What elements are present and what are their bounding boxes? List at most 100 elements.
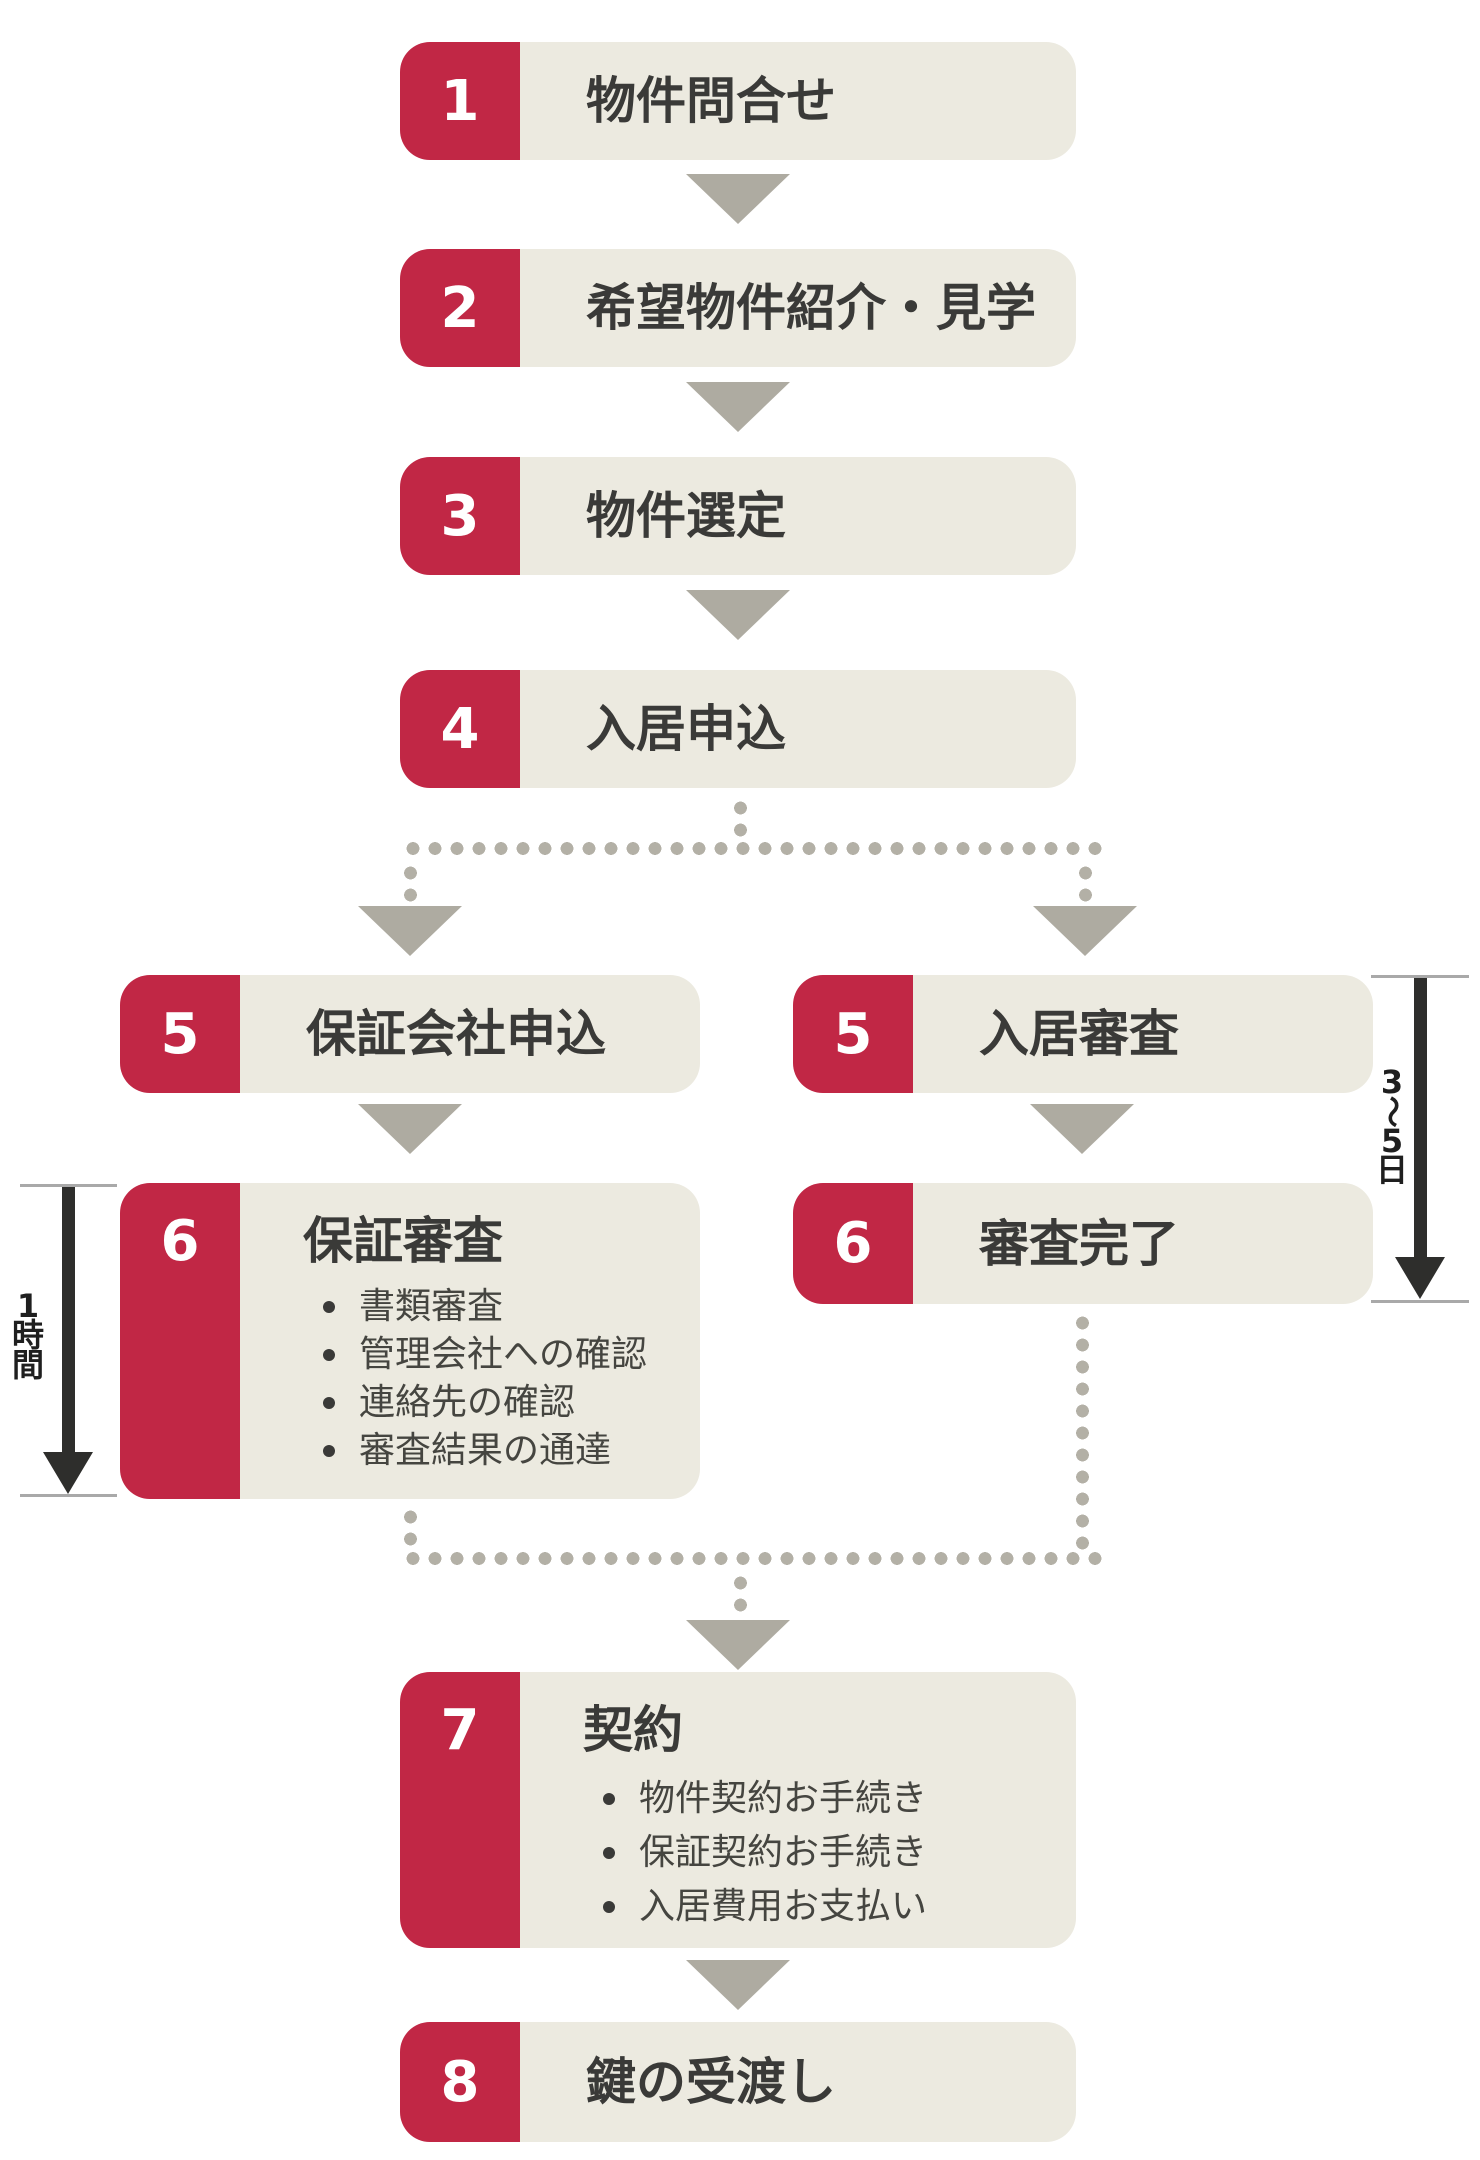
- step-number-badge: 4: [400, 670, 520, 788]
- step-detail-list: 物件契約お手続き 保証契約お手続き 入居費用お支払い: [583, 1772, 927, 1934]
- flow-step-3: 3 物件選定: [400, 457, 1076, 575]
- step-body: 物件選定: [520, 457, 1076, 575]
- step-number-badge: 5: [793, 975, 913, 1093]
- timeline-arrow-right: [1414, 978, 1427, 1258]
- dotted-connector-merge-left: [404, 1506, 417, 1552]
- step-title: 鍵の受渡し: [586, 2053, 836, 2111]
- list-item-text: 連絡先の確認: [359, 1382, 576, 1423]
- step-body: 鍵の受渡し: [520, 2022, 1076, 2142]
- step-number: 6: [160, 1209, 200, 1274]
- arrow-down-icon: [686, 382, 790, 432]
- step-number-badge: 8: [400, 2022, 520, 2142]
- step-number-badge: 3: [400, 457, 520, 575]
- step-number: 5: [833, 1001, 873, 1067]
- arrow-down-icon: [1033, 906, 1137, 956]
- step-body: 入居審査: [913, 975, 1373, 1093]
- flow-step-8: 8 鍵の受渡し: [400, 2022, 1076, 2142]
- flow-step-5-left: 5 保証会社申込: [120, 975, 700, 1093]
- arrow-down-icon: [686, 174, 790, 224]
- step-title: 物件選定: [586, 487, 786, 545]
- step-number: 2: [440, 275, 480, 341]
- timeline-arrow-left: [62, 1187, 75, 1453]
- flow-step-1: 1 物件問合せ: [400, 42, 1076, 160]
- step-number: 1: [440, 68, 480, 134]
- step-body: 保証会社申込: [240, 975, 700, 1093]
- dotted-connector-merge-right: [1076, 1312, 1089, 1552]
- flow-step-4: 4 入居申込: [400, 670, 1076, 788]
- list-item-text: 管理会社への確認: [359, 1334, 648, 1375]
- flow-step-6-right: 6 審査完了: [793, 1183, 1373, 1304]
- list-item-text: 入居費用お支払い: [639, 1886, 928, 1927]
- dotted-connector-split-left: [404, 862, 417, 906]
- step-title: 審査完了: [979, 1214, 1179, 1273]
- timeline-cap-top: [20, 1184, 117, 1187]
- bullet-icon: [323, 1445, 335, 1457]
- dotted-connector-merge-horizontal: [402, 1552, 1104, 1565]
- list-item: 連絡先の確認: [323, 1379, 647, 1427]
- step-number-badge: 1: [400, 42, 520, 160]
- step-number: 7: [440, 1698, 480, 1763]
- step-number: 8: [440, 2049, 480, 2115]
- bullet-icon: [603, 1847, 615, 1859]
- step-number-badge: 2: [400, 249, 520, 367]
- step-title: 入居審査: [979, 1005, 1179, 1063]
- step-detail-list: 書類審査 管理会社への確認 連絡先の確認 審査結果の通達: [303, 1283, 647, 1475]
- list-item: 保証契約お手続き: [603, 1826, 927, 1880]
- timeline-cap-bottom: [20, 1494, 117, 1497]
- timeline-arrowhead-icon: [43, 1452, 93, 1494]
- step-body: 物件問合せ: [520, 42, 1076, 160]
- list-item: 書類審査: [323, 1283, 647, 1331]
- arrow-down-icon: [686, 1620, 790, 1670]
- bullet-icon: [603, 1901, 615, 1913]
- dotted-connector-split-center: [734, 797, 747, 843]
- step-title: 契約: [583, 1701, 683, 1759]
- timeline-cap-bottom: [1371, 1300, 1469, 1303]
- step-title: 保証会社申込: [306, 1005, 606, 1063]
- flow-step-7: 7 契約 物件契約お手続き 保証契約お手続き 入居費用お支払い: [400, 1672, 1076, 1948]
- flow-step-5-right: 5 入居審査: [793, 975, 1373, 1093]
- step-number: 3: [440, 483, 480, 549]
- list-item-text: 物件契約お手続き: [639, 1778, 928, 1819]
- arrow-down-icon: [358, 906, 462, 956]
- step-title: 物件問合せ: [586, 72, 836, 130]
- arrow-down-icon: [358, 1104, 462, 1154]
- step-number-badge: 7: [400, 1672, 520, 1948]
- step-body: 契約 物件契約お手続き 保証契約お手続き 入居費用お支払い: [520, 1672, 1076, 1948]
- step-number: 5: [160, 1001, 200, 1067]
- list-item: 管理会社への確認: [323, 1331, 647, 1379]
- arrow-down-icon: [686, 1960, 790, 2010]
- step-body: 入居申込: [520, 670, 1076, 788]
- timeline-arrowhead-icon: [1395, 1257, 1445, 1299]
- timeline-cap-top: [1371, 975, 1469, 978]
- list-item: 物件契約お手続き: [603, 1772, 927, 1826]
- step-title: 保証審査: [303, 1212, 503, 1270]
- step-body: 希望物件紹介・見学: [520, 249, 1076, 367]
- step-body: 審査完了: [913, 1183, 1373, 1304]
- step-number-badge: 5: [120, 975, 240, 1093]
- step-number: 4: [440, 696, 480, 762]
- flow-step-6-left: 6 保証審査 書類審査 管理会社への確認 連絡先の確認 審査結果の通達: [120, 1183, 700, 1499]
- step-number-badge: 6: [793, 1183, 913, 1304]
- list-item: 入居費用お支払い: [603, 1880, 927, 1934]
- step-number: 6: [833, 1211, 873, 1276]
- dotted-connector-merge-center: [734, 1572, 747, 1618]
- step-body: 保証審査 書類審査 管理会社への確認 連絡先の確認 審査結果の通達: [240, 1183, 700, 1499]
- dotted-connector-split-right: [1079, 862, 1092, 906]
- flow-step-2: 2 希望物件紹介・見学: [400, 249, 1076, 367]
- arrow-down-icon: [1030, 1104, 1134, 1154]
- step-title: 希望物件紹介・見学: [586, 279, 1036, 337]
- bullet-icon: [323, 1349, 335, 1361]
- dotted-connector-split-horizontal: [402, 842, 1108, 855]
- step-title: 入居申込: [586, 700, 786, 758]
- bullet-icon: [323, 1397, 335, 1409]
- list-item-text: 書類審査: [359, 1286, 504, 1327]
- list-item: 審査結果の通達: [323, 1427, 647, 1475]
- bullet-icon: [323, 1301, 335, 1313]
- step-number-badge: 6: [120, 1183, 240, 1499]
- bullet-icon: [603, 1793, 615, 1805]
- list-item-text: 審査結果の通達: [359, 1430, 612, 1471]
- arrow-down-icon: [686, 590, 790, 640]
